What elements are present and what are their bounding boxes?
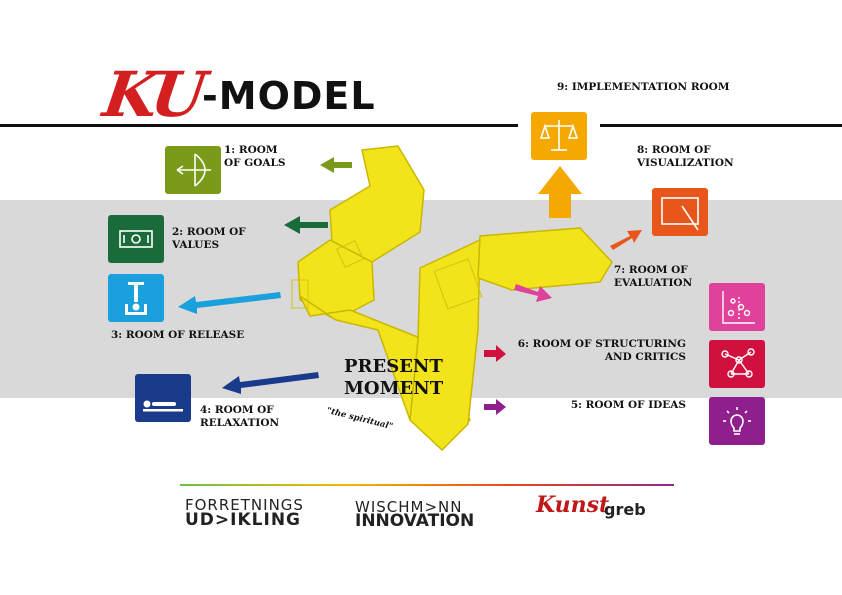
logo-wischmann-line1: WISCHM>NN — [355, 498, 463, 516]
network-icon — [709, 340, 765, 388]
logo-kunstgreb-script: Kunst — [536, 492, 610, 518]
header-rule-right — [600, 124, 842, 127]
drawing-board-icon — [652, 188, 708, 236]
room-label-values: 2: ROOM OF VALUES — [172, 226, 246, 251]
handstand-icon — [108, 274, 164, 322]
arrow-structuring — [484, 345, 506, 362]
arrow-implementation — [538, 166, 582, 218]
room-label-relaxation: 4: ROOM OF RELAXATION — [200, 404, 280, 429]
logo-forretnings-line1: FORRETNINGS — [185, 496, 304, 514]
room-label-visualization: 8: ROOM OF VISUALIZATION — [637, 144, 734, 169]
scales-icon — [531, 112, 587, 160]
arrow-evaluation — [514, 284, 552, 302]
room-label-ideas: 5: ROOM OF IDEAS — [570, 399, 686, 411]
arrow-ideas — [484, 399, 506, 415]
arrow-goals — [320, 157, 352, 173]
logo-wischmann-line2: INNOVATION — [355, 511, 475, 531]
room-label-structuring: 6: ROOM OF STRUCTURING AND CRITICS — [517, 338, 686, 363]
header-rule-left — [0, 124, 518, 127]
scatter-plot-icon — [709, 283, 765, 331]
arrow-visualization — [610, 230, 642, 250]
logo-kunstgreb-tail: greb — [604, 500, 646, 519]
logo-forretnings-line2: UD>IKLING — [185, 510, 301, 530]
arrow-relaxation — [222, 372, 319, 394]
room-label-evaluation: 7: ROOM OF EVALUATION — [614, 264, 693, 289]
money-bill-icon — [108, 215, 164, 263]
title-model: -MODEL — [202, 74, 376, 118]
present-moment-label: PRESENT MOMENT — [344, 356, 444, 399]
bow-arrow-icon — [165, 146, 221, 194]
footer-gradient-line — [180, 484, 674, 486]
room-label-goals: 1: ROOM OF GOALS — [224, 144, 286, 169]
room-label-implementation: 9: IMPLEMENTATION ROOM — [557, 81, 730, 93]
room-label-release: 3: ROOM OF RELEASE — [111, 329, 245, 341]
arrow-release — [178, 292, 281, 314]
arrow-values — [284, 216, 328, 234]
lightbulb-icon — [709, 397, 765, 445]
lying-person-icon — [135, 374, 191, 422]
